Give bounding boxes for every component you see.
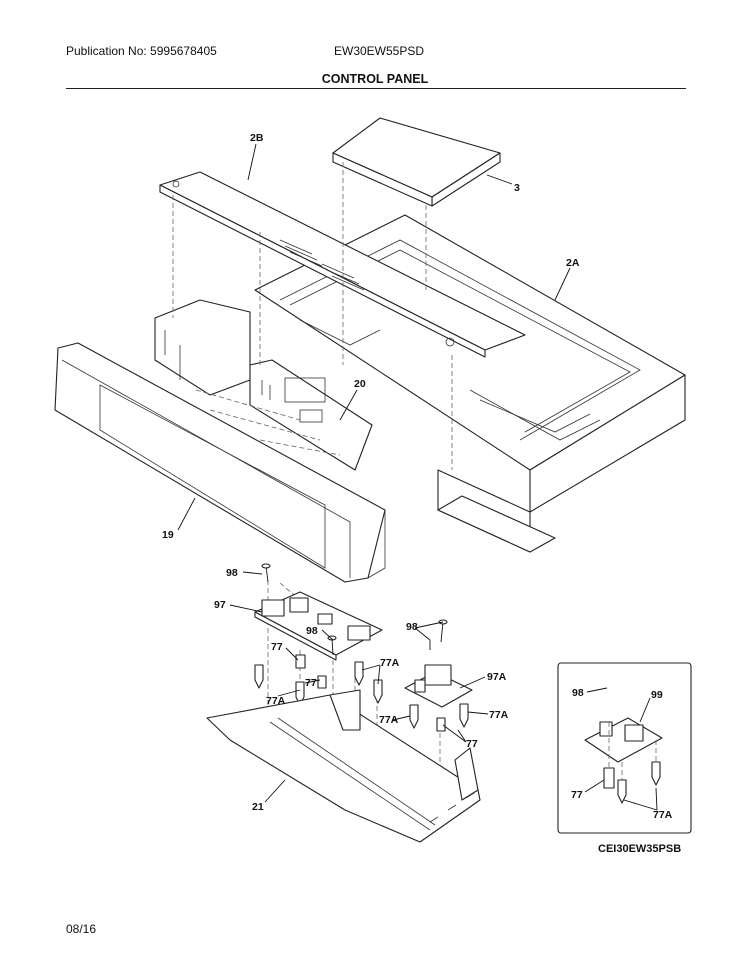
callout-3: 3 bbox=[514, 182, 520, 194]
part-20-control-board bbox=[249, 359, 373, 471]
callout-77-upper: 77 bbox=[271, 641, 283, 653]
callout-98-left: 98 bbox=[226, 567, 238, 579]
callout-77A-center: 77A bbox=[379, 714, 399, 726]
part-19-control-fascia bbox=[54, 342, 386, 583]
callout-labels: 2B 3 2A 20 19 98 97 98 77 77A 77 77A 98 … bbox=[162, 132, 673, 821]
callout-77-right: 77 bbox=[466, 738, 478, 750]
leader-lines bbox=[177, 143, 658, 811]
inset-box bbox=[557, 662, 692, 834]
callout-97: 97 bbox=[214, 599, 226, 611]
part-97-relay-board bbox=[254, 591, 383, 661]
callout-2B: 2B bbox=[250, 132, 264, 144]
callout-77-middle: 77 bbox=[305, 677, 317, 689]
callout-98-inset: 98 bbox=[572, 687, 584, 699]
standoffs bbox=[254, 654, 469, 732]
header-rule bbox=[66, 88, 686, 89]
callout-21: 21 bbox=[252, 801, 264, 813]
callout-77A-left: 77A bbox=[266, 695, 286, 707]
callout-98-middle: 98 bbox=[306, 625, 318, 637]
callout-77A-upper: 77A bbox=[380, 657, 400, 669]
revision-date: 08/16 bbox=[66, 922, 97, 936]
part-97A-transformer-board bbox=[404, 664, 473, 708]
part-3-cover-plate bbox=[332, 117, 501, 207]
callout-2A: 2A bbox=[566, 257, 580, 269]
callout-77A-inset: 77A bbox=[653, 809, 673, 821]
part-2B-trim-bar bbox=[159, 171, 526, 358]
model-number: EW30EW55PSD bbox=[334, 44, 425, 58]
callout-20: 20 bbox=[354, 378, 366, 390]
callout-99: 99 bbox=[651, 689, 663, 701]
callout-97A: 97A bbox=[487, 671, 507, 683]
publication-number: Publication No: 5995678405 bbox=[66, 44, 217, 58]
callout-98-right: 98 bbox=[406, 621, 418, 633]
part-21-mounting-bracket bbox=[206, 689, 481, 843]
callout-77-inset: 77 bbox=[571, 789, 583, 801]
diagram-code: CEI30EW35PSB bbox=[598, 843, 682, 855]
callout-77A-right: 77A bbox=[489, 709, 509, 721]
section-title: CONTROL PANEL bbox=[321, 72, 429, 86]
callout-19: 19 bbox=[162, 529, 174, 541]
